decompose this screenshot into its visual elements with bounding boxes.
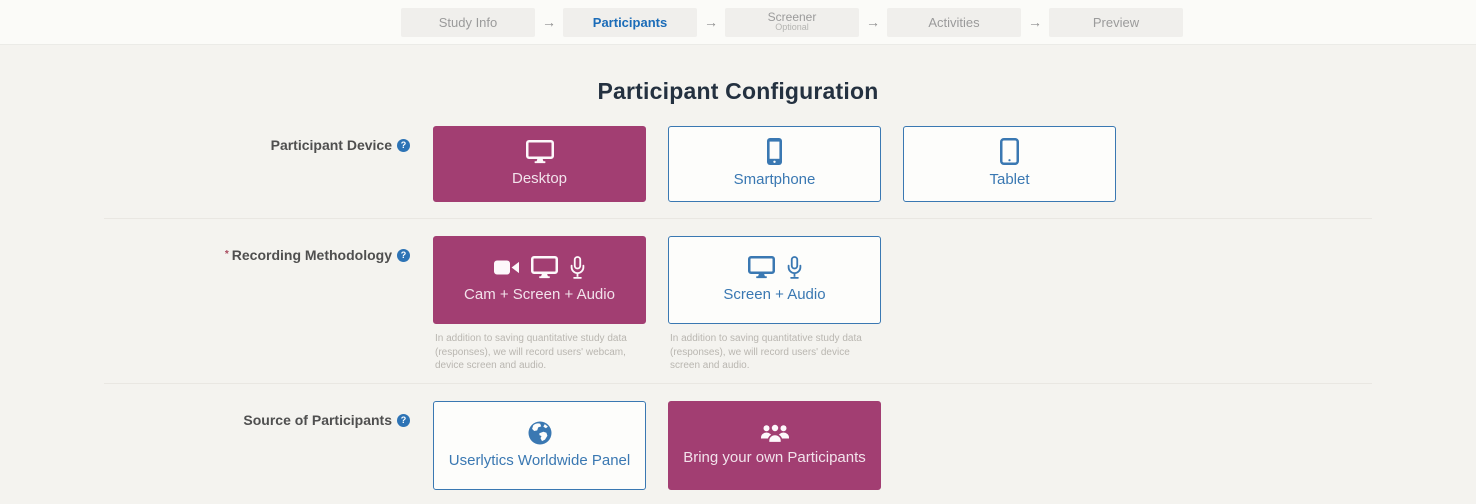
option-bring-your-own-participants[interactable]: Bring your own Participants [668,400,881,490]
step-study-info[interactable]: Study Info [401,7,535,37]
option-label: Bring your own Participants [683,449,866,467]
option-tablet[interactable]: Tablet [903,126,1116,202]
help-icon[interactable]: ? [397,249,410,262]
arrow-right-icon: → [704,14,718,30]
arrow-right-icon: → [542,14,556,30]
option-screen-audio[interactable]: Screen + Audio [668,236,881,324]
required-asterisk: * [224,249,229,260]
option-label: Cam + Screen + Audio [464,285,615,303]
people-group-icon [760,422,790,444]
option-desktop[interactable]: Desktop [433,126,646,202]
option-description: In addition to saving quantitative study… [435,333,627,371]
arrow-right-icon: → [866,14,880,30]
option-smartphone[interactable]: Smartphone [668,126,881,202]
option-label: Tablet [989,171,1030,189]
video-camera-icon [494,259,519,276]
step-participants[interactable]: Participants [563,7,697,37]
smartphone-icon [767,138,782,166]
screen-icon [531,256,558,279]
option-label: Screen + Audio [723,285,826,303]
step-label: Activities [928,14,980,30]
step-activities[interactable]: Activities [887,7,1021,37]
wizard-stepper: Study Info → Participants → Screener Opt… [401,7,1183,37]
row-label-recording-methodology: Recording Methodology [231,247,392,263]
step-label: Preview [1092,14,1140,30]
globe-icon [527,420,553,446]
row-participant-device: Participant Device ? Desktop [104,105,1372,219]
option-cam-screen-audio[interactable]: Cam + Screen + Audio [433,236,646,324]
microphone-icon [787,255,802,280]
step-label: Screener [767,9,817,24]
step-preview[interactable]: Preview [1049,7,1183,37]
wizard-stepper-bar: Study Info → Participants → Screener Opt… [0,0,1476,45]
row-label-source-of-participants: Source of Participants [243,411,392,428]
help-icon[interactable]: ? [397,139,410,152]
option-label: Smartphone [733,171,816,189]
option-userlytics-worldwide-panel[interactable]: Userlytics Worldwide Panel [433,400,646,490]
row-recording-methodology: * Recording Methodology ? [104,219,1372,384]
step-label: Study Info [438,14,498,30]
step-sublabel: Optional [775,22,809,33]
page-title: Participant Configuration [597,78,879,104]
option-label: Userlytics Worldwide Panel [448,451,631,469]
participant-configuration-page: Participant Configuration Participant De… [0,78,1476,503]
arrow-right-icon: → [1028,14,1042,30]
desktop-monitor-icon [525,139,554,164]
option-description: In addition to saving quantitative study… [670,333,862,371]
row-source-of-participants: Source of Participants ? [104,384,1372,503]
screen-icon [747,256,775,279]
help-icon[interactable]: ? [397,413,410,427]
option-label: Desktop [511,169,568,187]
step-label: Participants [592,14,668,30]
row-label-participant-device: Participant Device [270,137,392,153]
microphone-icon [570,255,585,280]
step-screener[interactable]: Screener Optional [725,7,859,37]
tablet-icon [1000,138,1019,166]
